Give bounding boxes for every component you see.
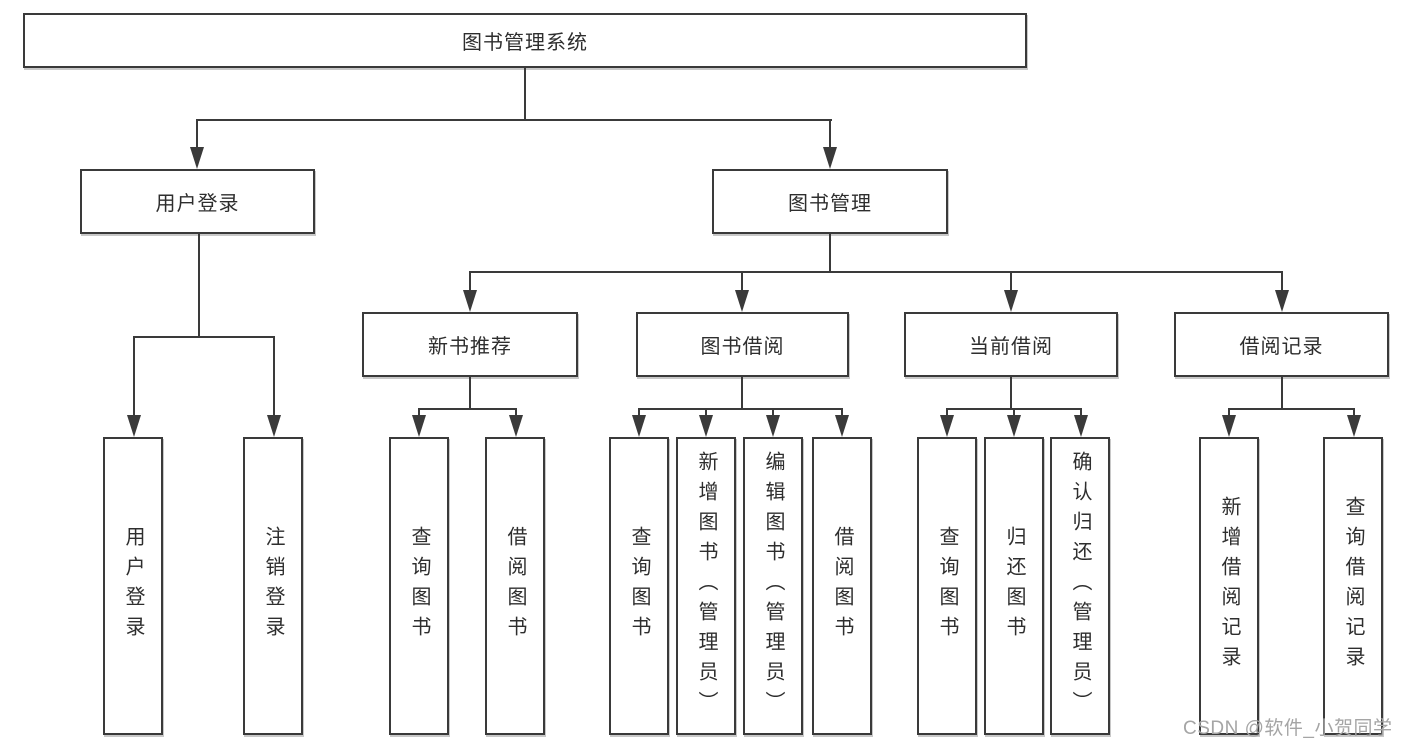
connector-line [1281, 376, 1283, 409]
connector-line [829, 233, 831, 273]
node-confirm-return-admin: 确认归还（管理员） [1050, 437, 1110, 735]
node-label: 图书管理系统 [462, 32, 588, 54]
connector-line [1013, 408, 1015, 417]
connector-line [772, 408, 774, 417]
arrow-down-icon [940, 415, 954, 437]
node-label: 确认归还（管理员） [1069, 451, 1091, 721]
connector-line [418, 408, 420, 417]
arrow-down-icon [127, 415, 141, 437]
node-label: 图书借阅 [700, 336, 785, 358]
node-label: 归还图书 [1003, 526, 1025, 646]
node-borrow-books-recommend: 借阅图书 [485, 437, 545, 735]
connector-line [133, 336, 135, 417]
connector-line [1228, 408, 1355, 410]
arrow-down-icon [632, 415, 646, 437]
arrow-down-icon [1275, 290, 1289, 312]
connector-line [273, 336, 275, 417]
node-book-management: 图书管理 [712, 169, 948, 234]
connector-line [1353, 408, 1355, 417]
connector-line [1010, 271, 1012, 292]
node-book-borrow: 图书借阅 [636, 312, 849, 377]
node-label: 编辑图书（管理员） [762, 451, 784, 721]
node-edit-books-admin: 编辑图书（管理员） [743, 437, 803, 735]
arrow-down-icon [1007, 415, 1021, 437]
connector-line [196, 119, 832, 121]
watermark: CSDN @软件_小贺同学 [1183, 718, 1393, 739]
node-label: 用户登录 [155, 193, 240, 215]
node-label: 查询借阅记录 [1342, 496, 1364, 676]
connector-line [741, 271, 743, 292]
node-user-login: 用户登录 [80, 169, 315, 234]
connector-line [1228, 408, 1230, 417]
arrow-down-icon [190, 147, 204, 169]
arrow-down-icon [1347, 415, 1361, 437]
arrow-down-icon [509, 415, 523, 437]
node-label: 借阅记录 [1239, 336, 1324, 358]
node-borrow-books-leaf: 借阅图书 [812, 437, 872, 735]
node-label: 用户登录 [122, 526, 144, 646]
connector-line [524, 68, 526, 121]
arrow-down-icon [412, 415, 426, 437]
connector-line [133, 336, 275, 338]
node-add-borrow-record: 新增借阅记录 [1199, 437, 1259, 735]
connector-line [705, 408, 707, 417]
node-add-books-admin: 新增图书（管理员） [676, 437, 736, 735]
node-query-borrow-record: 查询借阅记录 [1323, 437, 1383, 735]
connector-line [515, 408, 517, 417]
node-label: 当前借阅 [969, 336, 1053, 358]
arrow-down-icon [823, 147, 837, 169]
arrow-down-icon [463, 290, 477, 312]
node-label: 新增借阅记录 [1218, 496, 1240, 676]
connector-line [469, 376, 471, 409]
connector-line [829, 119, 831, 149]
node-borrow-records: 借阅记录 [1174, 312, 1389, 377]
node-label: 借阅图书 [831, 526, 853, 646]
node-query-books-borrow: 查询图书 [609, 437, 669, 735]
node-label: 借阅图书 [504, 526, 526, 646]
connector-line [946, 408, 948, 417]
node-new-book-recommend: 新书推荐 [362, 312, 578, 377]
connector-line [469, 271, 1283, 273]
node-label: 查询图书 [408, 526, 430, 646]
node-query-books-current: 查询图书 [917, 437, 977, 735]
connector-line [198, 233, 200, 337]
node-user-login-leaf: 用户登录 [103, 437, 163, 735]
arrow-down-icon [766, 415, 780, 437]
arrow-down-icon [1222, 415, 1236, 437]
connector-line [469, 271, 471, 292]
connector-line [841, 408, 843, 417]
node-logout: 注销登录 [243, 437, 303, 735]
arrow-down-icon [699, 415, 713, 437]
arrow-down-icon [1074, 415, 1088, 437]
node-label: 图书管理 [788, 193, 872, 215]
arrow-down-icon [835, 415, 849, 437]
connector-line [418, 408, 517, 410]
node-label: 注销登录 [262, 526, 284, 646]
node-label: 新增图书（管理员） [695, 451, 717, 721]
node-current-borrow: 当前借阅 [904, 312, 1118, 377]
node-label: 新书推荐 [428, 336, 512, 358]
node-library-management-system: 图书管理系统 [23, 13, 1027, 68]
node-return-books: 归还图书 [984, 437, 1044, 735]
connector-line [741, 376, 743, 409]
node-query-books-recommend: 查询图书 [389, 437, 449, 735]
arrow-down-icon [267, 415, 281, 437]
arrow-down-icon [1004, 290, 1018, 312]
connector-line [638, 408, 843, 410]
arrow-down-icon [735, 290, 749, 312]
connector-line [638, 408, 640, 417]
node-label: 查询图书 [936, 526, 958, 646]
node-label: 查询图书 [628, 526, 650, 646]
connector-line [1281, 271, 1283, 292]
connector-line [196, 119, 198, 149]
connector-line [1080, 408, 1082, 417]
connector-line [1010, 376, 1012, 409]
